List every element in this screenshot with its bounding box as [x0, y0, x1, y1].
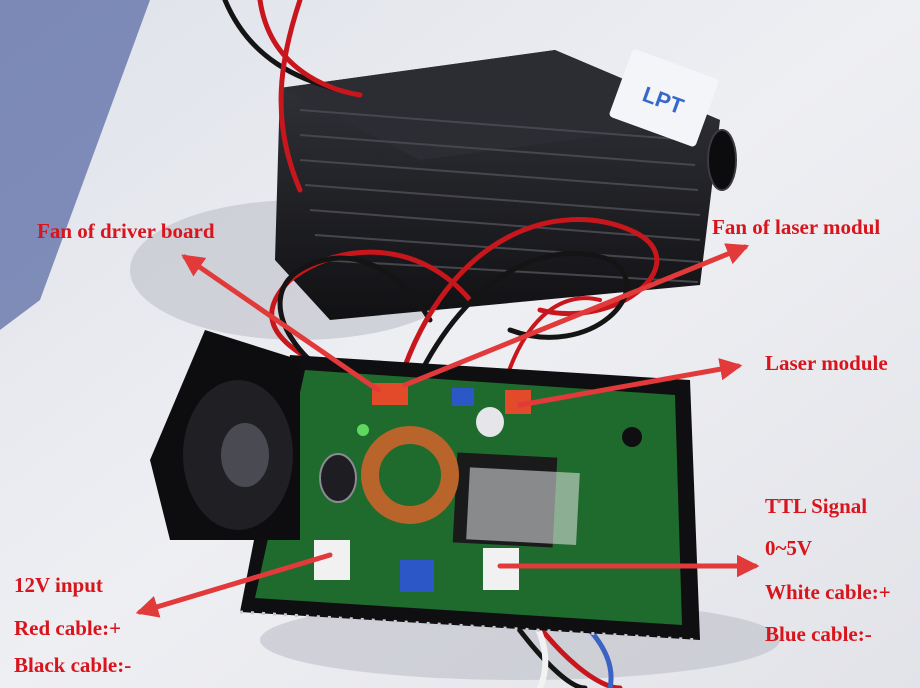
module-logo-badge — [609, 49, 719, 147]
label-fan-driver-board: Fan of driver board — [37, 219, 215, 243]
arrow-fan-driver — [181, 254, 381, 393]
arrow-12v — [135, 552, 333, 618]
label-ttl-signal: TTL Signal — [765, 494, 868, 518]
label-ttl-range: 0~5V — [765, 536, 813, 560]
status-led — [357, 424, 369, 436]
mylar-sheet — [466, 467, 580, 545]
annotation-arrows — [135, 243, 760, 618]
label-laser-module: Laser module — [765, 351, 888, 375]
label-fan-laser-module: Fan of laser modul — [712, 215, 881, 239]
arrow-fan-laser — [402, 243, 750, 388]
capacitor — [319, 453, 357, 503]
label-black-cable: Black cable:- — [14, 653, 132, 677]
capacitor-small — [476, 407, 504, 437]
trim-pot — [452, 388, 474, 406]
connector-ttl — [483, 548, 519, 590]
label-12v-input: 12V input — [14, 573, 103, 597]
driver-board — [239, 355, 701, 642]
label-red-cable: Red cable:+ — [14, 616, 122, 640]
label-blue-cable: Blue cable:- — [765, 622, 872, 646]
label-white-cable: White cable:+ — [765, 580, 891, 604]
mount-hole — [622, 427, 642, 447]
blue-shadow — [0, 0, 150, 330]
connector-fan-driver — [372, 383, 408, 405]
driver-fan — [150, 330, 300, 540]
potentiometer — [400, 560, 434, 592]
toroid-inductor — [361, 426, 459, 524]
laser-lens — [707, 129, 737, 191]
arrow-laser-module — [517, 358, 743, 408]
